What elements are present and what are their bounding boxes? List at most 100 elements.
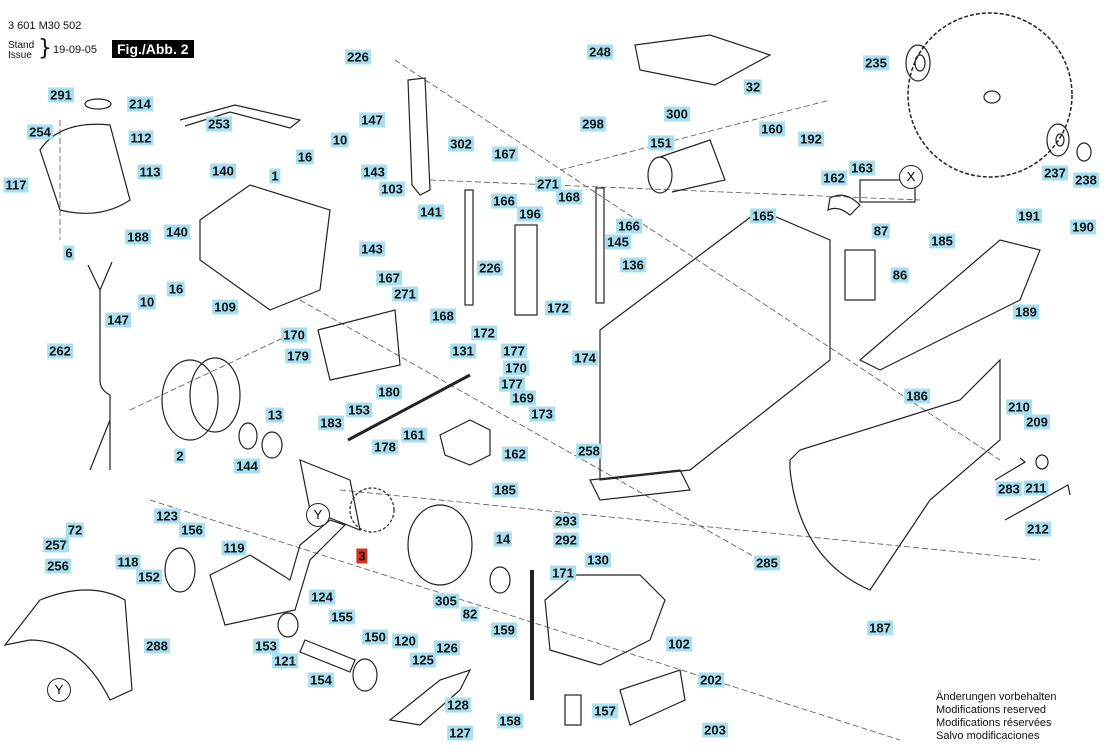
- part-label[interactable]: 118: [115, 554, 141, 570]
- part-label[interactable]: 10: [330, 132, 350, 148]
- part-label[interactable]: 185: [929, 233, 955, 249]
- part-label[interactable]: 179: [285, 348, 311, 364]
- part-label[interactable]: 285: [754, 555, 780, 571]
- part-label[interactable]: 257: [43, 537, 69, 553]
- part-label[interactable]: 162: [821, 170, 847, 186]
- part-label[interactable]: 170: [281, 327, 307, 343]
- part-label[interactable]: 183: [318, 415, 344, 431]
- part-label[interactable]: 126: [434, 640, 460, 656]
- part-label[interactable]: 123: [154, 508, 180, 524]
- part-label[interactable]: 169: [510, 390, 536, 406]
- part-label[interactable]: 150: [362, 629, 388, 645]
- part-label[interactable]: 158: [497, 713, 523, 729]
- part-label[interactable]: 2: [174, 448, 186, 464]
- part-label[interactable]: 103: [379, 181, 405, 197]
- part-label[interactable]: 190: [1070, 219, 1096, 235]
- part-label[interactable]: 166: [616, 218, 642, 234]
- part-label[interactable]: 6: [63, 245, 75, 261]
- part-label[interactable]: 168: [556, 189, 582, 205]
- part-label[interactable]: 140: [210, 163, 236, 179]
- part-label[interactable]: 237: [1042, 165, 1068, 181]
- part-label[interactable]: 120: [392, 633, 418, 649]
- part-label[interactable]: 130: [585, 552, 611, 568]
- part-label[interactable]: 117: [3, 177, 29, 193]
- part-label[interactable]: 128: [445, 697, 471, 713]
- part-label[interactable]: 305: [433, 593, 459, 609]
- part-label[interactable]: 167: [376, 270, 402, 286]
- part-label[interactable]: 154: [308, 672, 334, 688]
- part-label[interactable]: 16: [166, 281, 186, 297]
- part-label[interactable]: 87: [871, 223, 891, 239]
- part-label[interactable]: 152: [136, 569, 162, 585]
- part-label[interactable]: 102: [666, 636, 692, 652]
- part-label[interactable]: 72: [65, 522, 85, 538]
- part-label[interactable]: 291: [48, 87, 74, 103]
- part-label[interactable]: 10: [137, 294, 157, 310]
- part-label[interactable]: 253: [206, 116, 232, 132]
- part-label[interactable]: 210: [1006, 399, 1032, 415]
- part-label[interactable]: 283: [996, 481, 1022, 497]
- part-label[interactable]: 151: [648, 135, 674, 151]
- part-label[interactable]: 235: [863, 55, 889, 71]
- part-label[interactable]: 127: [447, 725, 473, 741]
- part-label[interactable]: 163: [849, 160, 875, 176]
- part-label[interactable]: 125: [410, 652, 436, 668]
- part-label[interactable]: 82: [460, 606, 480, 622]
- part-label[interactable]: 157: [592, 703, 618, 719]
- part-label[interactable]: 160: [759, 121, 785, 137]
- part-label[interactable]: 258: [576, 443, 602, 459]
- part-label[interactable]: 262: [47, 343, 73, 359]
- part-label[interactable]: 86: [890, 267, 910, 283]
- highlighted-part-label[interactable]: 3: [356, 548, 368, 564]
- part-label[interactable]: 187: [867, 620, 893, 636]
- part-label[interactable]: 161: [401, 427, 427, 443]
- part-label[interactable]: 238: [1073, 172, 1099, 188]
- part-label[interactable]: 226: [345, 49, 371, 65]
- part-label[interactable]: 112: [128, 130, 154, 146]
- part-label[interactable]: 109: [212, 299, 238, 315]
- part-label[interactable]: 144: [234, 458, 260, 474]
- part-label[interactable]: 188: [125, 229, 151, 245]
- part-label[interactable]: 1: [269, 168, 281, 184]
- part-label[interactable]: 174: [572, 350, 598, 366]
- part-label[interactable]: 203: [702, 722, 728, 738]
- part-label[interactable]: 271: [392, 286, 418, 302]
- part-label[interactable]: 298: [580, 116, 606, 132]
- part-label[interactable]: 167: [492, 146, 518, 162]
- part-label[interactable]: 178: [372, 439, 398, 455]
- part-label[interactable]: 202: [698, 672, 724, 688]
- part-label[interactable]: 13: [265, 407, 285, 423]
- part-label[interactable]: 113: [137, 164, 163, 180]
- part-label[interactable]: 145: [605, 234, 631, 250]
- part-label[interactable]: 196: [517, 206, 543, 222]
- part-label[interactable]: 121: [272, 653, 298, 669]
- part-label[interactable]: 209: [1024, 414, 1050, 430]
- part-label[interactable]: 136: [620, 257, 646, 273]
- part-label[interactable]: 143: [361, 164, 387, 180]
- part-label[interactable]: 185: [492, 482, 518, 498]
- part-label[interactable]: 153: [346, 402, 372, 418]
- part-label[interactable]: 124: [309, 589, 335, 605]
- part-label[interactable]: 147: [105, 312, 131, 328]
- part-label[interactable]: 172: [471, 325, 497, 341]
- part-label[interactable]: 143: [359, 241, 385, 257]
- part-label[interactable]: 16: [295, 149, 315, 165]
- part-label[interactable]: 214: [127, 96, 153, 112]
- part-label[interactable]: 177: [499, 376, 525, 392]
- part-label[interactable]: 186: [904, 388, 930, 404]
- part-label[interactable]: 159: [491, 622, 517, 638]
- part-label[interactable]: 248: [587, 44, 613, 60]
- part-label[interactable]: 271: [535, 176, 561, 192]
- part-label[interactable]: 189: [1013, 304, 1039, 320]
- part-label[interactable]: 172: [545, 300, 571, 316]
- part-label[interactable]: 292: [553, 532, 579, 548]
- part-label[interactable]: 141: [418, 204, 444, 220]
- part-label[interactable]: 256: [45, 558, 71, 574]
- part-label[interactable]: 168: [430, 308, 456, 324]
- part-label[interactable]: 140: [164, 224, 190, 240]
- part-label[interactable]: 293: [553, 513, 579, 529]
- part-label[interactable]: 32: [743, 79, 763, 95]
- part-label[interactable]: 166: [491, 193, 517, 209]
- part-label[interactable]: 211: [1023, 480, 1049, 496]
- part-label[interactable]: 180: [376, 384, 402, 400]
